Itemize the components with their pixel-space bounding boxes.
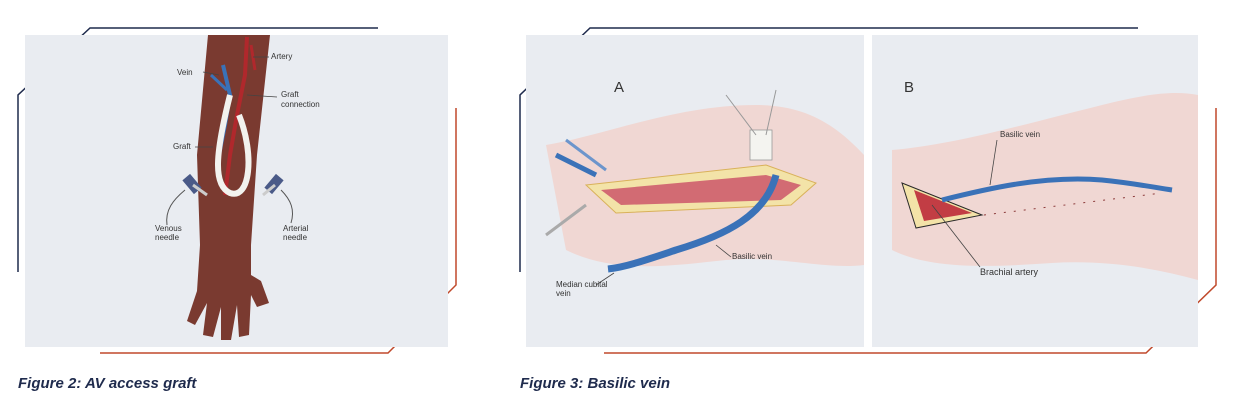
figure-3: Basilic vein Median cubital vein A Basil… [500, 0, 1233, 401]
graft-loop [215, 94, 252, 197]
incision-tissue-b [914, 190, 972, 221]
figure-3-panel-b: Basilic vein Brachial artery B [872, 35, 1198, 347]
label-graft: Graft [173, 142, 192, 151]
label-brachial-artery: Brachial artery [980, 267, 1039, 277]
label-artery: Artery [271, 52, 292, 61]
figure-2-caption: Figure 2: AV access graft [18, 375, 197, 392]
label-median-cubital-line2: vein [556, 289, 571, 298]
basilic-vein-a [607, 174, 780, 273]
label-venous-needle-line2: needle [155, 233, 180, 242]
retractor-a [749, 129, 773, 161]
incision-tissue-a [601, 175, 801, 205]
panel-b-letter: B [904, 79, 915, 96]
label-median-cubital-line1: Median cubital [556, 280, 608, 289]
arm-shape-b [892, 93, 1198, 280]
venous-needle [166, 173, 208, 226]
av-graft-illustration: Vein Artery Graft connection Graft Venou… [155, 35, 320, 340]
arm-shape [187, 35, 270, 340]
basilic-vein-b [941, 176, 1173, 203]
label-arterial-needle-line1: Arterial [283, 224, 309, 233]
arterial-needle [262, 173, 294, 224]
label-graft-connection-line2: connection [281, 100, 320, 109]
artery-vessel [223, 36, 249, 196]
label-venous-needle-line1: Venous [155, 224, 182, 233]
label-basilic-vein-b: Basilic vein [1000, 130, 1040, 139]
figure-2: Vein Artery Graft connection Graft Venou… [0, 0, 470, 401]
panel-a-letter: A [614, 79, 625, 96]
label-arterial-needle-line2: needle [283, 233, 308, 242]
figure-3-caption: Figure 3: Basilic vein [520, 375, 671, 392]
label-basilic-vein-a: Basilic vein [732, 252, 772, 261]
basilic-vein-illustration-b: Basilic vein Brachial artery [892, 93, 1198, 280]
figure-2-panel: Vein Artery Graft connection Graft Venou… [25, 35, 448, 347]
figure-3-panel-a: Basilic vein Median cubital vein A [526, 35, 864, 347]
basilic-vein-illustration-a: Basilic vein Median cubital vein [545, 89, 864, 298]
label-graft-connection-line1: Graft [281, 90, 300, 99]
label-vein: Vein [177, 68, 193, 77]
